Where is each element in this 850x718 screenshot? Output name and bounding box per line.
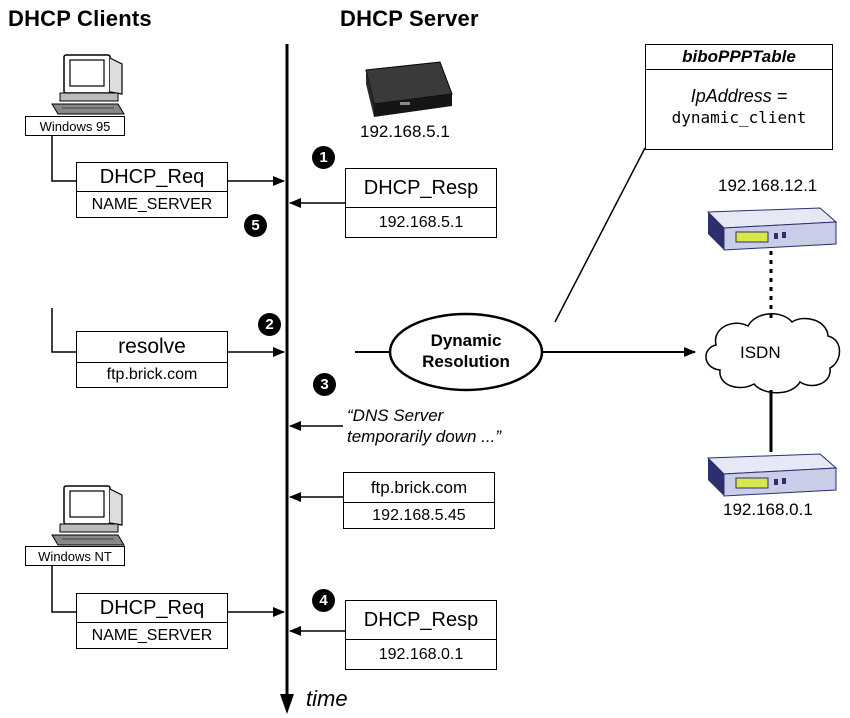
step-marker: 3 bbox=[313, 373, 336, 396]
clients-header: DHCP Clients bbox=[8, 6, 152, 31]
resolve-host: ftp.brick.com bbox=[106, 366, 198, 383]
router-bottom-ip: 192.168.0.1 bbox=[723, 500, 813, 519]
resolved-ip: 192.168.5.45 bbox=[372, 506, 466, 524]
winnt-connector bbox=[51, 563, 76, 613]
router-icon bbox=[706, 453, 838, 497]
resolved-box: ftp.brick.com 192.168.5.45 bbox=[343, 472, 495, 529]
resp2-box: DHCP_Resp 192.168.0.1 bbox=[345, 600, 497, 670]
server-device-icon bbox=[365, 61, 453, 117]
table-link-line bbox=[554, 147, 646, 323]
time-axis-arrowhead bbox=[280, 694, 294, 714]
resp1-box: DHCP_Resp 192.168.5.1 bbox=[345, 168, 497, 238]
resolution-line: Resolution bbox=[422, 352, 510, 371]
step-marker: 2 bbox=[258, 313, 281, 336]
pc-icon bbox=[51, 54, 125, 115]
dns-down-message: “DNS Server temporarily down ...” bbox=[347, 405, 501, 447]
os-label-winnt: Windows NT bbox=[25, 546, 125, 566]
resolution-line: Dynamic bbox=[430, 331, 502, 350]
response-value: 192.168.0.1 bbox=[378, 645, 464, 663]
os-label-win95: Windows 95 bbox=[25, 116, 125, 136]
router-top-ip: 192.168.12.1 bbox=[718, 176, 818, 195]
pc-icon bbox=[51, 485, 125, 546]
step-marker: 4 bbox=[312, 589, 335, 612]
table-title: biboPPPTable bbox=[646, 45, 832, 70]
isdn-label: ISDN bbox=[740, 343, 781, 362]
request-param: NAME_SERVER bbox=[91, 195, 213, 213]
step-marker: 5 bbox=[244, 214, 267, 237]
request-label: DHCP_Req bbox=[77, 163, 227, 192]
table-field: IpAddress = bbox=[690, 86, 788, 106]
winnt-request-box: DHCP_Req NAME_SERVER bbox=[76, 593, 228, 649]
time-label: time bbox=[306, 686, 348, 711]
win95-connector bbox=[51, 132, 76, 182]
bibo-ppp-table-box: biboPPPTable IpAddress = dynamic_client bbox=[645, 44, 833, 150]
request-label: DHCP_Req bbox=[77, 594, 227, 623]
step-marker: 1 bbox=[312, 146, 335, 169]
server-header: DHCP Server bbox=[340, 6, 479, 31]
dynamic-resolution-label: Dynamic Resolution bbox=[390, 330, 542, 372]
dns-msg-line: temporarily down ...” bbox=[347, 427, 501, 446]
response-label: DHCP_Resp bbox=[346, 169, 496, 208]
response-label: DHCP_Resp bbox=[346, 601, 496, 640]
resolve-label: resolve bbox=[77, 332, 227, 363]
resolve-connector bbox=[51, 308, 76, 353]
dns-msg-line: “DNS Server bbox=[347, 406, 444, 425]
table-value: dynamic_client bbox=[671, 108, 807, 127]
isdn-cloud bbox=[705, 313, 841, 394]
win95-request-box: DHCP_Req NAME_SERVER bbox=[76, 162, 228, 218]
server-ip: 192.168.5.1 bbox=[360, 122, 450, 141]
resolved-host: ftp.brick.com bbox=[344, 473, 494, 503]
request-param: NAME_SERVER bbox=[91, 626, 213, 644]
response-value: 192.168.5.1 bbox=[378, 213, 464, 231]
resolve-request-box: resolve ftp.brick.com bbox=[76, 331, 228, 388]
router-icon bbox=[706, 207, 838, 251]
